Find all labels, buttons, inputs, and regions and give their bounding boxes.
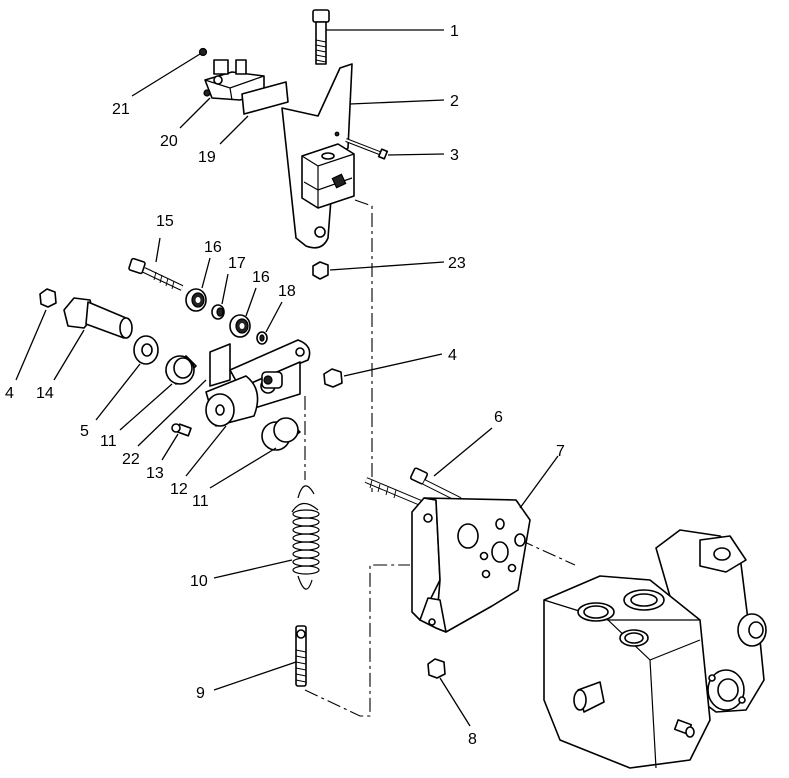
callout-7: 7 xyxy=(556,443,565,460)
part-14-bolt xyxy=(63,297,133,339)
part-18-washer xyxy=(256,331,268,345)
callout-15: 15 xyxy=(156,213,174,230)
callout-4b: 4 xyxy=(448,347,457,364)
part-8-nut xyxy=(427,658,446,679)
callout-8: 8 xyxy=(468,731,477,748)
part-3-screw xyxy=(345,138,389,160)
callout-11a: 11 xyxy=(100,433,117,450)
callout-21: 21 xyxy=(112,101,130,118)
callout-11b: 11 xyxy=(192,493,209,510)
callout-3: 3 xyxy=(450,147,459,164)
part-6-bolt xyxy=(409,467,462,503)
callout-20: 20 xyxy=(160,133,178,150)
part-2-bracket xyxy=(281,63,355,249)
callout-12: 12 xyxy=(170,481,188,498)
part-19-plate xyxy=(241,81,289,115)
part-11-bushing-upper xyxy=(165,355,197,385)
callout-16a: 16 xyxy=(204,239,222,256)
centerline-vertical-bracket xyxy=(354,199,373,492)
callout-17: 17 xyxy=(228,255,246,272)
part-1-bolt xyxy=(312,9,330,65)
callout-23: 23 xyxy=(448,255,466,272)
part-7-plate xyxy=(411,497,531,633)
callout-6: 6 xyxy=(494,409,503,426)
leader-lines xyxy=(15,29,559,727)
part-10-spring xyxy=(291,485,320,590)
part-9-stud xyxy=(295,625,307,687)
part-4-nut-right xyxy=(323,368,343,388)
callout-10: 10 xyxy=(190,573,208,590)
callout-18: 18 xyxy=(278,283,296,300)
callout-16b: 16 xyxy=(252,269,270,286)
callout-19: 19 xyxy=(198,149,216,166)
part-22-arm xyxy=(205,339,311,427)
part-16-bearing-a xyxy=(185,288,207,312)
long-bolt xyxy=(364,477,430,509)
callout-13: 13 xyxy=(146,465,164,482)
callout-4a: 4 xyxy=(5,385,14,402)
part-13-fitting xyxy=(171,423,192,437)
part-4-nut-left xyxy=(39,288,57,308)
part-17-spacer xyxy=(211,304,225,320)
part-11-bushing-lower xyxy=(261,417,301,451)
centerline-pump xyxy=(519,539,576,566)
part-16-bearing-b xyxy=(229,314,251,338)
pump-assembly xyxy=(543,529,767,769)
callout-1: 1 xyxy=(450,23,459,40)
callout-2: 2 xyxy=(450,93,459,110)
part-5-washer xyxy=(133,335,159,365)
part-15-bolt xyxy=(128,257,184,291)
callout-14: 14 xyxy=(36,385,54,402)
centerline-link xyxy=(304,564,410,717)
part-23-nut xyxy=(312,261,329,280)
callout-22: 22 xyxy=(122,451,140,468)
callout-5: 5 xyxy=(80,423,89,440)
callout-9: 9 xyxy=(196,685,205,702)
callout-labels: 1 2 3 23 21 20 19 15 16 17 16 18 4 14 5 … xyxy=(5,23,565,748)
part-21-nut xyxy=(198,47,208,57)
